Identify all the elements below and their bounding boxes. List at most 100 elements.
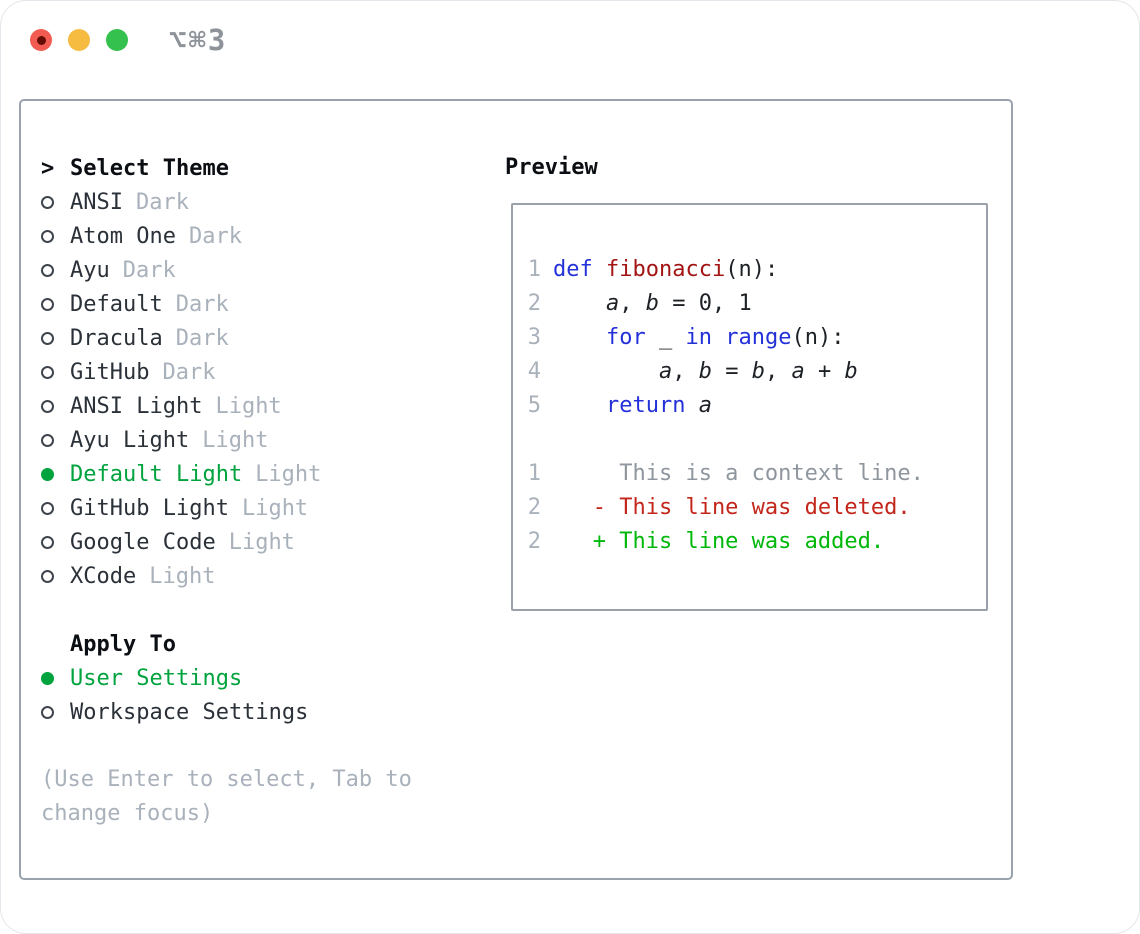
option-tag: Light bbox=[228, 529, 295, 555]
option-label: ANSI Light bbox=[70, 393, 203, 419]
line-number bbox=[527, 423, 541, 457]
apply-option-workspace-settings[interactable]: Workspace Settings bbox=[41, 695, 491, 729]
line-number: 2 bbox=[527, 495, 541, 520]
line-content: a, b = b, a + b bbox=[658, 359, 858, 384]
option-tag: Dark bbox=[162, 359, 216, 385]
line-content: This is a context line. bbox=[553, 461, 924, 486]
theme-option-ayu[interactable]: Ayu Dark bbox=[41, 253, 491, 287]
option-label: Dracula bbox=[70, 325, 163, 351]
radio-indent bbox=[41, 297, 70, 311]
radio-selected-icon bbox=[41, 671, 54, 685]
radio-indent bbox=[41, 433, 70, 447]
line-content: a, b = 0, 1 bbox=[605, 291, 752, 316]
line-content: + This line was added. bbox=[553, 529, 885, 554]
theme-option-ansi[interactable]: ANSI Dark bbox=[41, 185, 491, 219]
option-label: Atom One bbox=[70, 223, 176, 249]
option-tag: Dark bbox=[175, 325, 229, 351]
option-label: Ayu Light bbox=[70, 427, 190, 453]
line-content: - This line was deleted. bbox=[553, 495, 911, 520]
radio-indent bbox=[41, 263, 70, 277]
radio-icon bbox=[41, 535, 54, 549]
radio-indent bbox=[41, 501, 70, 515]
blank-line bbox=[527, 423, 986, 457]
option-label: Ayu bbox=[70, 257, 110, 283]
code-line: 5 return a bbox=[527, 389, 986, 423]
code-line: 2 a, b = 0, 1 bbox=[527, 287, 986, 321]
theme-option-dracula[interactable]: Dracula Dark bbox=[41, 321, 491, 355]
option-label: XCode bbox=[70, 563, 137, 589]
radio-icon bbox=[41, 331, 54, 345]
option-label: User Settings bbox=[70, 665, 243, 691]
option-label: GitHub Light bbox=[70, 495, 229, 521]
radio-icon bbox=[41, 195, 54, 209]
line-number: 5 bbox=[527, 393, 541, 418]
radio-indent bbox=[41, 705, 70, 719]
select-theme-title: Select Theme bbox=[70, 155, 229, 181]
select-theme-header: > Select Theme bbox=[41, 151, 491, 185]
radio-icon bbox=[41, 501, 54, 515]
theme-option-atom-one[interactable]: Atom One Dark bbox=[41, 219, 491, 253]
option-label: ANSI bbox=[70, 189, 123, 215]
radio-indent bbox=[41, 569, 70, 583]
titlebar: ⌥⌘3 bbox=[1, 1, 1139, 97]
option-tag: Light bbox=[215, 393, 282, 419]
line-content: def fibonacci(n): bbox=[553, 257, 779, 282]
close-button[interactable] bbox=[30, 29, 52, 51]
option-tag: Dark bbox=[135, 189, 189, 215]
radio-indent bbox=[41, 331, 70, 345]
line-number: 1 bbox=[527, 257, 541, 282]
line-number: 2 bbox=[527, 529, 541, 554]
hint-line: change focus) bbox=[41, 801, 214, 826]
close-dot-icon bbox=[36, 35, 46, 45]
zoom-button[interactable] bbox=[106, 29, 128, 51]
apply-to-header: Apply To bbox=[41, 627, 491, 661]
spacer bbox=[41, 729, 491, 763]
line-number: 3 bbox=[527, 325, 541, 350]
line-content: return a bbox=[605, 393, 712, 418]
apply-to-title: Apply To bbox=[70, 631, 176, 657]
apply-option-user-settings[interactable]: User Settings bbox=[41, 661, 491, 695]
theme-option-google-code[interactable]: Google Code Light bbox=[41, 525, 491, 559]
diff-added-line: 2 + This line was added. bbox=[527, 525, 986, 559]
option-tag: Light bbox=[202, 427, 269, 453]
code-line: 3 for _ in range(n): bbox=[527, 321, 986, 355]
option-label: Google Code bbox=[70, 529, 216, 555]
theme-option-ansi-light[interactable]: ANSI Light Light bbox=[41, 389, 491, 423]
code-line: 1 def fibonacci(n): bbox=[527, 253, 986, 287]
theme-option-ayu-light[interactable]: Ayu Light Light bbox=[41, 423, 491, 457]
theme-option-github[interactable]: GitHub Dark bbox=[41, 355, 491, 389]
option-label: GitHub bbox=[70, 359, 150, 385]
hint-text: (Use Enter to select, Tab to change focus… bbox=[41, 763, 491, 831]
radio-icon bbox=[41, 229, 54, 243]
radio-indent bbox=[41, 535, 70, 549]
hint-line: (Use Enter to select, Tab to bbox=[41, 767, 412, 792]
radio-icon bbox=[41, 569, 54, 583]
radio-indent bbox=[41, 195, 70, 209]
radio-icon bbox=[41, 399, 54, 413]
minimize-button[interactable] bbox=[68, 29, 90, 51]
radio-icon bbox=[41, 433, 54, 447]
line-number: 4 bbox=[527, 359, 541, 384]
radio-indent bbox=[41, 671, 70, 685]
radio-indent bbox=[41, 365, 70, 379]
preview-title: Preview bbox=[505, 155, 598, 180]
radio-selected-icon bbox=[41, 467, 54, 481]
option-tag: Light bbox=[255, 461, 322, 487]
option-tag: Dark bbox=[122, 257, 176, 283]
option-tag: Dark bbox=[188, 223, 242, 249]
radio-indent bbox=[41, 399, 70, 413]
diff-deleted-line: 2 - This line was deleted. bbox=[527, 491, 986, 525]
line-content: for _ in range(n): bbox=[605, 325, 845, 350]
option-label: Workspace Settings bbox=[70, 699, 309, 725]
option-tag: Dark bbox=[175, 291, 229, 317]
